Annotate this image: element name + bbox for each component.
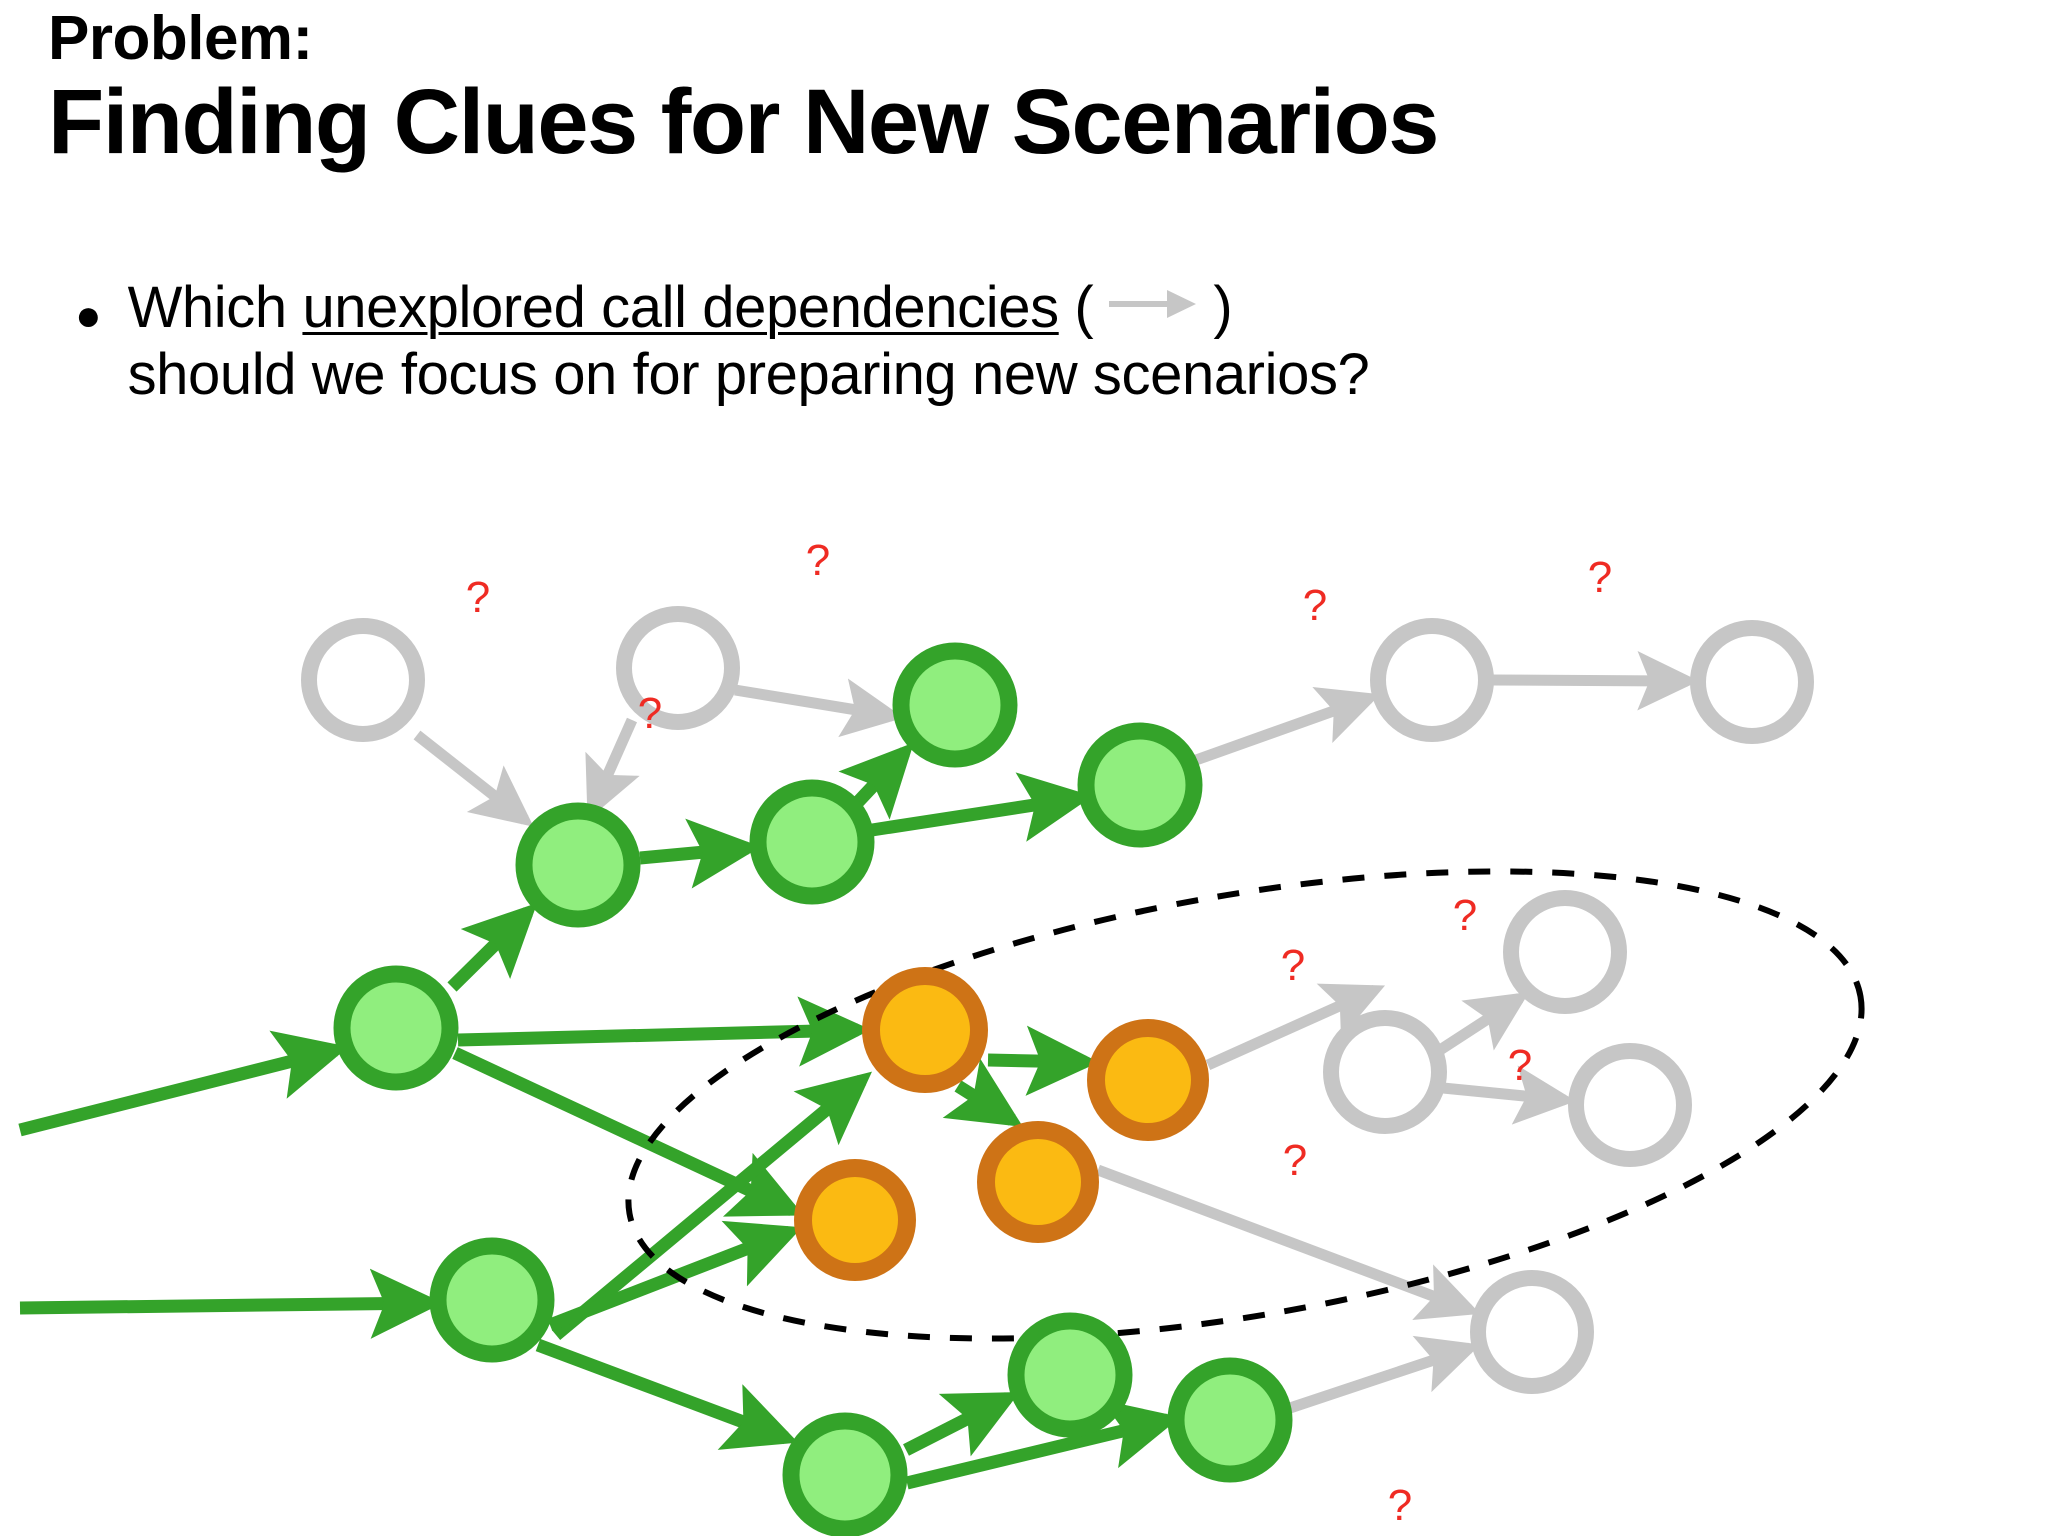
title-eyebrow: Problem:	[48, 4, 313, 73]
node-green[interactable]	[749, 779, 875, 905]
question-marks-group: ? ? ? ? ? ? ? ? ? ?	[466, 536, 1612, 1530]
gray-edge	[1194, 687, 1381, 766]
gray-right-arrow-icon	[1107, 268, 1199, 335]
question-mark: ?	[1508, 1041, 1532, 1090]
nodes-group	[301, 606, 1814, 1536]
node-gray[interactable]	[616, 606, 740, 730]
green-edge	[457, 996, 871, 1067]
node-gray[interactable]	[1470, 1270, 1594, 1394]
question-mark: ?	[1283, 1136, 1307, 1185]
green-edge	[639, 818, 761, 889]
node-orange[interactable]	[1087, 1019, 1209, 1141]
node-green[interactable]	[1077, 722, 1203, 848]
node-orange[interactable]	[977, 1121, 1099, 1243]
gray-edge	[734, 678, 904, 738]
bullet-text-part3: )	[1213, 275, 1233, 340]
question-mark: ?	[638, 689, 662, 738]
gray-edge	[1205, 983, 1386, 1071]
node-gray[interactable]	[1370, 618, 1494, 742]
node-green[interactable]	[333, 965, 459, 1091]
node-green[interactable]	[1167, 1357, 1293, 1483]
green-edge	[18, 1030, 349, 1137]
node-orange[interactable]	[862, 967, 988, 1093]
question-mark: ?	[1588, 553, 1612, 602]
question-mark: ?	[1281, 941, 1305, 990]
question-mark: ?	[1453, 891, 1477, 940]
green-edge	[535, 1338, 799, 1450]
bullet-text-part2: (	[1058, 275, 1094, 340]
green-edge	[838, 742, 914, 820]
green-edge	[547, 1220, 803, 1332]
question-mark: ?	[466, 573, 490, 622]
green-edges-group	[18, 742, 1181, 1490]
node-gray[interactable]	[1323, 1010, 1447, 1134]
gray-edge	[1489, 651, 1699, 711]
page-title: Finding Clues for New Scenarios	[48, 71, 1439, 173]
node-gray[interactable]	[1503, 890, 1627, 1014]
cluster-outline	[625, 868, 1865, 1342]
gray-edge	[1442, 1065, 1576, 1125]
gray-edge	[413, 730, 534, 827]
gray-edge	[1437, 992, 1530, 1055]
bullet-text-emphasis: unexplored call dependencies	[302, 275, 1059, 340]
green-edge	[551, 1071, 872, 1340]
green-edge	[903, 1392, 1020, 1457]
bullet-marker-icon: ●	[75, 291, 102, 340]
gray-edge	[1288, 1335, 1481, 1414]
node-green[interactable]	[892, 642, 1018, 768]
node-gray[interactable]	[1568, 1043, 1692, 1167]
node-green[interactable]	[429, 1237, 555, 1363]
node-green[interactable]	[782, 1412, 908, 1536]
node-gray[interactable]	[1690, 620, 1814, 744]
node-green[interactable]	[515, 802, 641, 928]
bullet-text-line2: should we focus on for preparing new sce…	[127, 342, 1370, 408]
question-mark: ?	[1303, 581, 1327, 630]
green-edge	[942, 1058, 1024, 1127]
question-mark: ?	[1388, 1481, 1412, 1530]
node-orange[interactable]	[794, 1159, 916, 1281]
green-edge	[987, 1025, 1099, 1096]
gray-edge	[585, 717, 640, 821]
slide-header: Problem: Finding Clues for New Scenarios	[48, 8, 2028, 171]
green-edge	[871, 772, 1093, 842]
green-edge	[447, 902, 538, 992]
green-edge	[19, 1268, 443, 1339]
call-dependency-graph: ? ? ? ? ? ? ? ? ? ?	[0, 520, 2048, 1536]
bullet-text-part1: Which	[127, 275, 303, 340]
green-edge	[905, 1399, 1181, 1490]
node-green[interactable]	[1007, 1312, 1133, 1438]
gray-edge	[1096, 1164, 1481, 1320]
question-mark: ?	[806, 536, 830, 585]
bullet-text: Which unexplored call dependencies () sh…	[128, 268, 1370, 409]
bullet-block: ● Which unexplored call dependencies () …	[75, 268, 1975, 409]
node-gray[interactable]	[301, 618, 425, 742]
